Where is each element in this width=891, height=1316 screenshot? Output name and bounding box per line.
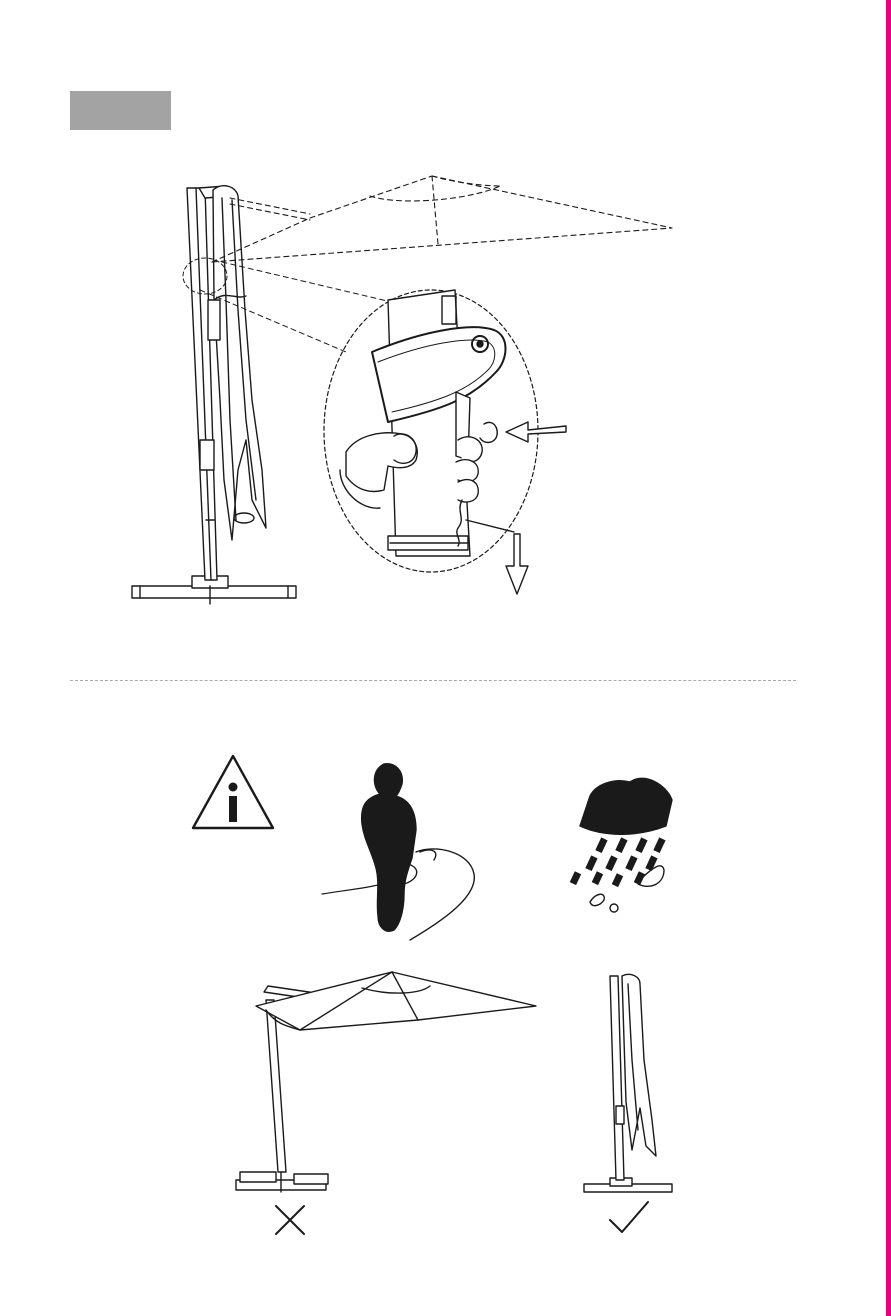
cross-icon [276,1206,304,1234]
check-icon [610,1202,648,1232]
arrow-down-icon [506,534,528,594]
info-warning-icon [193,756,273,828]
umbrella-closed-icon [132,186,296,604]
umbrella-closed-small-icon [584,974,672,1192]
rain-cloud-icon [570,778,672,912]
umbrella-open-outline [212,176,672,262]
arrow-left-icon [506,422,566,442]
wind-person-icon [322,764,474,940]
umbrella-open-icon [236,972,536,1192]
